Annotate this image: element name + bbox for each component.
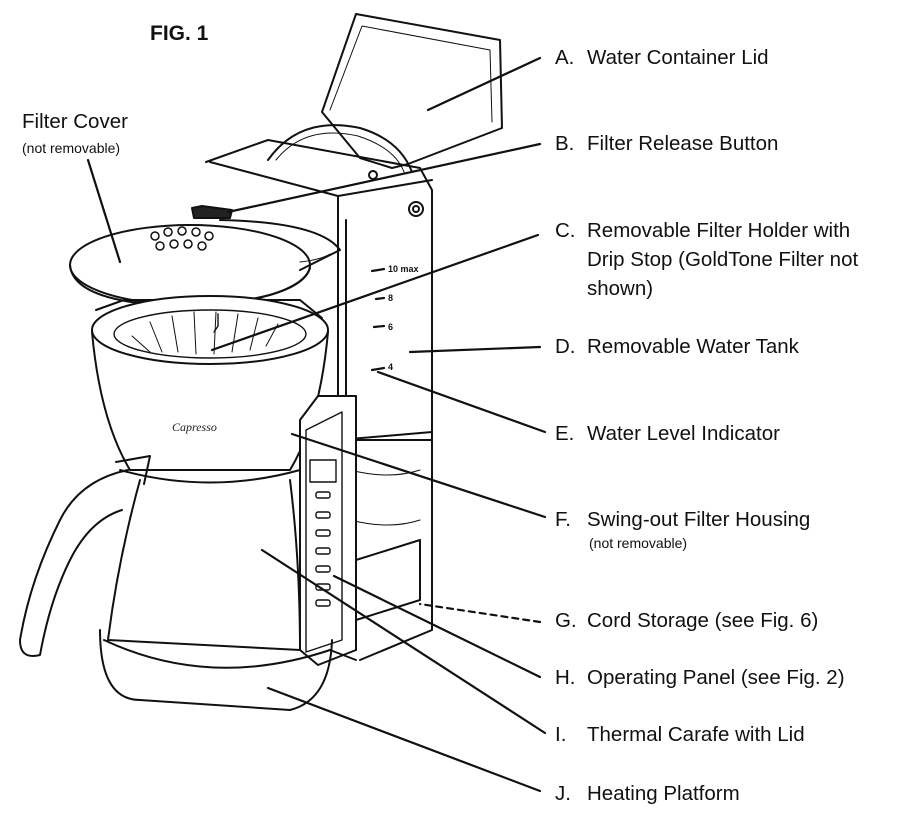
label-c-line-3: shown) [587, 277, 654, 300]
label-f-note: (not removable) [589, 535, 688, 551]
water-container-lid [321, 13, 503, 169]
filter-cover-vent-holes [150, 226, 214, 251]
heating-platform [99, 629, 333, 711]
leader-c [210, 233, 540, 352]
label-i: I.Thermal Carafe with Lid [555, 723, 805, 746]
filter-release-button [191, 205, 233, 219]
leader-a [426, 56, 542, 112]
filter-holder [91, 295, 329, 365]
tank-marking-6: 6 [388, 322, 393, 332]
brand-logo: Capresso [172, 420, 217, 434]
swing-out-filter-housing [91, 331, 329, 471]
label-c-line-2: Drip Stop (GoldTone Filter not [587, 248, 859, 271]
leader-f [290, 432, 547, 519]
tank-marking-10: 10 max [388, 264, 419, 274]
label-e: E.Water Level Indicator [555, 422, 780, 445]
tank-marking-4: 4 [388, 362, 393, 372]
label-c: C.Removable Filter Holder with [555, 219, 851, 242]
label-f: F.Swing-out Filter Housing [555, 508, 811, 531]
label-b: B.Filter Release Button [555, 132, 779, 155]
leader-i [260, 548, 547, 735]
label-h: H.Operating Panel (see Fig. 2) [555, 666, 845, 689]
figure-title: FIG. 1 [150, 22, 209, 45]
tank-marking-8: 8 [388, 293, 393, 303]
label-g: G.Cord Storage (see Fig. 6) [555, 609, 819, 632]
filter-cover-label: Filter Cover [22, 110, 128, 133]
leader-filter-cover [86, 158, 122, 264]
label-a: A.Water Container Lid [555, 46, 769, 69]
thermal-carafe [107, 479, 301, 651]
leader-j [266, 686, 542, 793]
label-d: D.Removable Water Tank [555, 335, 799, 358]
leader-h [332, 574, 542, 679]
leader-e [376, 370, 547, 434]
machine-housing [205, 139, 433, 661]
leader-g [418, 602, 542, 624]
filter-cover-note: (not removable) [22, 140, 121, 156]
leader-d [408, 345, 542, 354]
leader-b [226, 142, 542, 214]
label-j: J.Heating Platform [555, 782, 740, 805]
